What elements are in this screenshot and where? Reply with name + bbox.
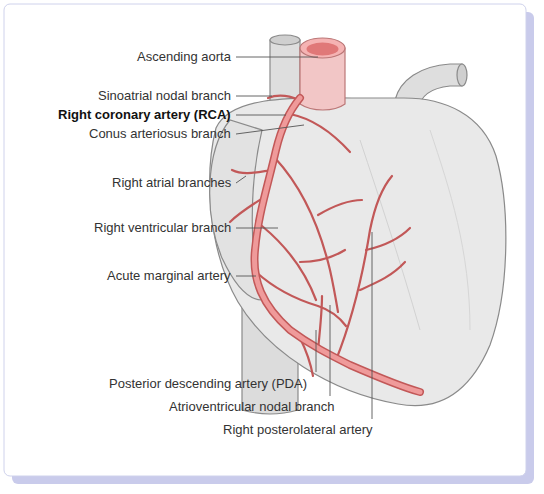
- leader-line: [372, 232, 373, 419]
- aorta-opening: [300, 38, 345, 58]
- structure-label: Right atrial branches: [112, 175, 231, 191]
- artery: [318, 296, 322, 350]
- structure-label: Ascending aorta: [137, 49, 231, 65]
- heart: [210, 35, 506, 414]
- leader-line: [236, 125, 304, 134]
- leader-lines: [236, 57, 372, 419]
- artery: [300, 250, 345, 262]
- artery: [360, 262, 405, 290]
- vessel: [457, 64, 467, 86]
- artery: [262, 226, 316, 300]
- groove: [430, 130, 470, 330]
- structure-label: Right ventricular branch: [94, 220, 231, 236]
- vein: [270, 35, 300, 45]
- frame: [4, 4, 526, 476]
- structure-label: Posterior descending artery (PDA): [109, 376, 307, 392]
- right-coronary-artery: [254, 98, 420, 392]
- aorta-lumen: [307, 43, 339, 56]
- leader-line: [236, 176, 246, 183]
- artery: [232, 170, 272, 173]
- heart-body: [210, 98, 506, 406]
- rca-outline: [254, 98, 420, 392]
- structure-label: Sinoatrial nodal branch: [98, 88, 231, 104]
- leader-line: [236, 96, 272, 97]
- leader-line: [330, 305, 331, 396]
- leader-line: [236, 276, 256, 277]
- leader-line: [236, 57, 318, 58]
- artery: [318, 200, 362, 215]
- artery: [275, 158, 338, 312]
- artery: [256, 272, 346, 326]
- artery: [366, 228, 410, 250]
- structure-label: Acute marginal artery: [107, 268, 231, 284]
- leader-line: [236, 228, 278, 229]
- artery: [336, 176, 392, 360]
- coronary-arteries: [230, 96, 420, 392]
- artery: [290, 114, 350, 152]
- main-artery-label: Right coronary artery (RCA): [58, 107, 231, 123]
- structure-label: Conus arteriosus branch: [89, 126, 231, 142]
- leader-line: [316, 330, 317, 372]
- leader-line: [236, 115, 286, 116]
- structure-label: Right posterolateral artery: [223, 422, 373, 438]
- structure-label: Atrioventricular nodal branch: [169, 399, 334, 415]
